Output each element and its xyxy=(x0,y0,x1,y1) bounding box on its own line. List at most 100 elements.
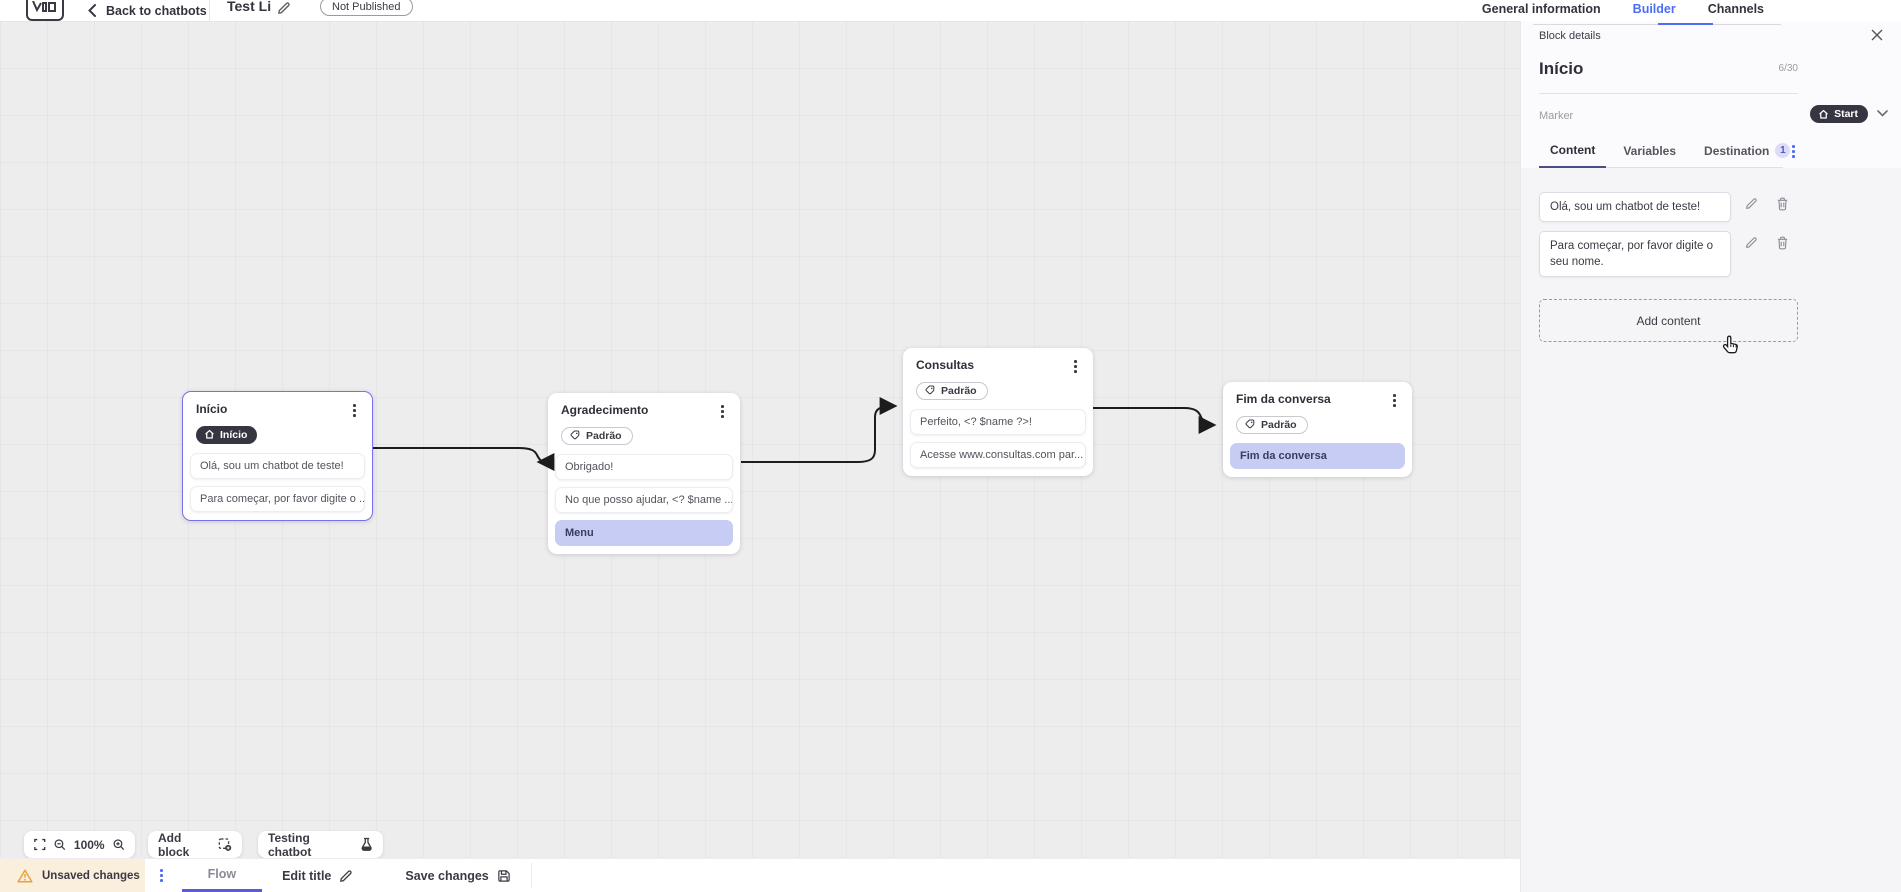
node-fim-da-conversa[interactable]: Fim da conversa Padrão Fim da conversa xyxy=(1223,382,1412,477)
pencil-icon xyxy=(278,2,290,14)
add-content-button[interactable]: Add content xyxy=(1539,299,1798,342)
node-marker-badge: Início xyxy=(196,425,258,444)
node-button-fim[interactable]: Fim da conversa xyxy=(1230,442,1405,469)
unsaved-changes-label: Unsaved changes xyxy=(42,869,140,882)
topbar-tabs-underline xyxy=(1533,24,1781,25)
wire-consultas-fim xyxy=(1093,407,1217,434)
flask-icon xyxy=(361,837,372,851)
node-title: Agradecimento xyxy=(561,403,649,417)
node-button-menu[interactable]: Menu xyxy=(555,519,733,546)
tab-variables[interactable]: Variables xyxy=(1623,143,1677,158)
wire-agradecimento-consultas xyxy=(741,397,898,463)
trash-icon xyxy=(1777,197,1788,211)
save-icon xyxy=(498,869,510,882)
back-to-chatbots-button[interactable]: Back to chatbots xyxy=(88,0,207,21)
bottom-bar: Unsaved changes Flow Edit title Save cha… xyxy=(0,858,1520,892)
node-marker-badge: Padrão xyxy=(916,381,988,400)
node-message[interactable]: Acesse www.consultas.com par... xyxy=(910,441,1086,468)
destination-count-badge: 1 xyxy=(1775,143,1791,158)
tag-icon xyxy=(1245,419,1255,429)
node-agradecimento[interactable]: Agradecimento Padrão Obrigado! No que po… xyxy=(548,393,740,554)
topbar-divider xyxy=(209,0,210,21)
back-label: Back to chatbots xyxy=(106,3,207,18)
zoom-in-icon[interactable] xyxy=(113,838,125,852)
pencil-icon xyxy=(1746,198,1757,209)
node-message[interactable]: Para começar, por favor digite o ... xyxy=(190,485,365,512)
node-menu-button[interactable] xyxy=(718,403,727,420)
node-title: Consultas xyxy=(916,358,975,372)
save-changes-label: Save changes xyxy=(405,868,489,883)
app-logo xyxy=(26,0,64,21)
edit-title-label: Edit title xyxy=(282,868,332,883)
node-marker-badge: Padrão xyxy=(561,426,633,445)
node-title: Início xyxy=(196,402,228,416)
node-title: Fim da conversa xyxy=(1236,392,1331,406)
fit-screen-icon[interactable] xyxy=(34,838,46,851)
panel-title: Block details xyxy=(1539,30,1601,42)
node-inicio[interactable]: Início Início Olá, sou um chatbot de tes… xyxy=(182,391,373,521)
marker-select[interactable]: Start xyxy=(1810,105,1868,123)
node-message[interactable]: Obrigado! xyxy=(555,453,733,480)
edit-title-button[interactable]: Edit title xyxy=(262,859,373,892)
node-menu-button[interactable] xyxy=(350,402,359,419)
pencil-icon xyxy=(340,869,353,882)
content-row: Para começar, por favor digite o seu nom… xyxy=(1539,231,1789,277)
home-icon xyxy=(205,430,214,439)
bottom-menu-button[interactable] xyxy=(145,859,182,892)
tag-icon xyxy=(925,385,935,395)
status-badge: Not Published xyxy=(320,0,413,16)
builder-tab-underline xyxy=(1658,23,1713,25)
edit-content-button[interactable] xyxy=(1745,231,1758,249)
wire-inicio-agradecimento xyxy=(373,447,555,471)
delete-content-button[interactable] xyxy=(1776,192,1789,211)
zoom-out-icon[interactable] xyxy=(54,838,66,852)
marker-label: Marker xyxy=(1539,110,1574,122)
node-menu-button[interactable] xyxy=(1071,358,1080,375)
testing-chatbot-button[interactable]: Testing chatbot xyxy=(258,831,383,858)
add-block-button[interactable]: Add block xyxy=(148,831,242,858)
edit-content-button[interactable] xyxy=(1745,192,1758,210)
bottom-bar-divider xyxy=(530,863,532,888)
node-message[interactable]: Perfeito, <? $name ?>! xyxy=(910,408,1086,435)
topbar-tabs: General information Builder Channels xyxy=(1480,0,1766,22)
tab-channels[interactable]: Channels xyxy=(1707,2,1764,16)
zoom-level: 100% xyxy=(73,837,105,852)
chevron-down-icon[interactable] xyxy=(1877,110,1888,117)
add-block-icon xyxy=(219,838,232,851)
node-marker-badge: Padrão xyxy=(1236,415,1308,434)
panel-menu-button[interactable] xyxy=(1789,143,1798,160)
tab-content[interactable]: Content xyxy=(1539,139,1607,168)
add-block-label: Add block xyxy=(158,830,190,859)
marker-value: Start xyxy=(1834,108,1858,120)
node-menu-button[interactable] xyxy=(1390,392,1399,409)
save-changes-button[interactable]: Save changes xyxy=(385,859,530,892)
block-name-field[interactable]: Início xyxy=(1539,59,1798,94)
tab-destination[interactable]: Destination 1 xyxy=(1693,139,1801,167)
zoom-controls: 100% xyxy=(24,831,135,858)
tab-builder[interactable]: Builder xyxy=(1632,2,1676,16)
tab-general-information[interactable]: General information xyxy=(1481,2,1601,16)
top-bar: Back to chatbots Test Li Not Published G… xyxy=(0,0,1901,21)
edit-flow-title-button[interactable] xyxy=(277,1,291,15)
delete-content-button[interactable] xyxy=(1776,231,1789,250)
tab-flow[interactable]: Flow xyxy=(181,859,263,892)
content-tab-panel: Olá, sou um chatbot de teste! Para começ… xyxy=(1521,168,1901,892)
trash-icon xyxy=(1777,236,1788,250)
flow-title: Test Li xyxy=(227,0,272,14)
block-details-panel: Block details Início 6/30 Marker Start C… xyxy=(1520,21,1901,892)
char-counter: 6/30 xyxy=(1778,63,1798,74)
content-message[interactable]: Olá, sou um chatbot de teste! xyxy=(1539,192,1731,222)
content-message[interactable]: Para começar, por favor digite o seu nom… xyxy=(1539,231,1731,277)
pencil-icon xyxy=(1746,237,1757,248)
tag-icon xyxy=(570,430,580,440)
logo-glyph-icon xyxy=(32,1,56,13)
close-panel-button[interactable] xyxy=(1871,29,1883,41)
home-icon xyxy=(1819,109,1828,119)
content-row: Olá, sou um chatbot de teste! xyxy=(1539,192,1789,222)
panel-tabs: Content Variables Destination 1 xyxy=(1539,139,1791,168)
node-message[interactable]: Olá, sou um chatbot de teste! xyxy=(190,452,365,479)
flow-canvas[interactable]: Início Início Olá, sou um chatbot de tes… xyxy=(0,21,1520,858)
node-consultas[interactable]: Consultas Padrão Perfeito, <? $name ?>! … xyxy=(903,348,1093,476)
node-message[interactable]: No que posso ajudar, <? $name ... xyxy=(555,486,733,513)
